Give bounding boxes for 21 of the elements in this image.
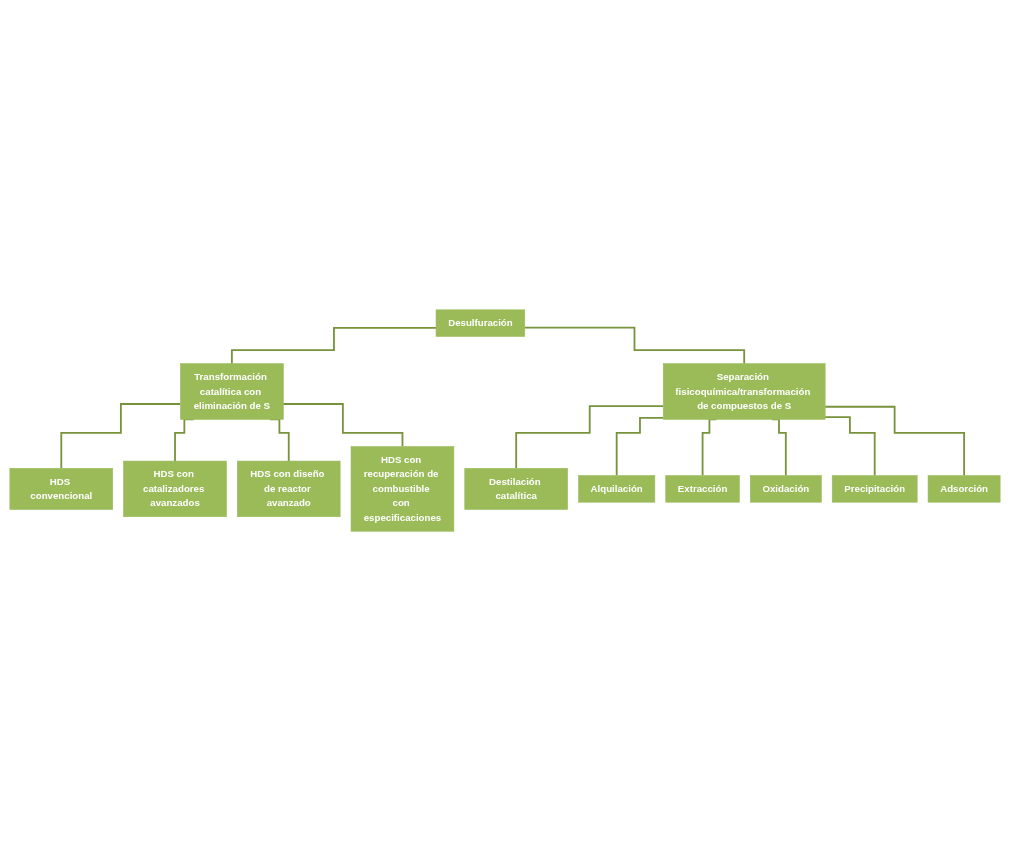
- connector: [523, 326, 746, 365]
- node-box: HDS con recuperación de combustible con especificaciones: [350, 446, 455, 532]
- node-box: Precipitación: [831, 475, 918, 503]
- node-box: HDS convencional: [9, 467, 113, 510]
- connector: [230, 327, 437, 365]
- node-box: Transformación catalítica con eliminación de S: [180, 363, 284, 420]
- connector: [282, 403, 404, 448]
- connector: [615, 416, 665, 477]
- node-box: Separación fisicoquímica/transformación de compuestos de S: [662, 363, 826, 420]
- node-box: HDS con diseño de reactor avanzado: [237, 460, 341, 517]
- node-box: Oxidación: [750, 475, 822, 503]
- connector: [824, 405, 965, 477]
- connector: [515, 405, 665, 470]
- node-box: Alquilación: [578, 475, 656, 503]
- node-box: HDS con catalizadores avanzados: [123, 460, 227, 517]
- node-box: Adsorción: [927, 475, 1001, 503]
- connector: [824, 416, 876, 477]
- node-box: Desulfuración: [435, 309, 526, 337]
- node-box: Extracción: [665, 475, 740, 503]
- node-box: Destilación catalítica: [464, 467, 568, 510]
- connector: [60, 403, 182, 470]
